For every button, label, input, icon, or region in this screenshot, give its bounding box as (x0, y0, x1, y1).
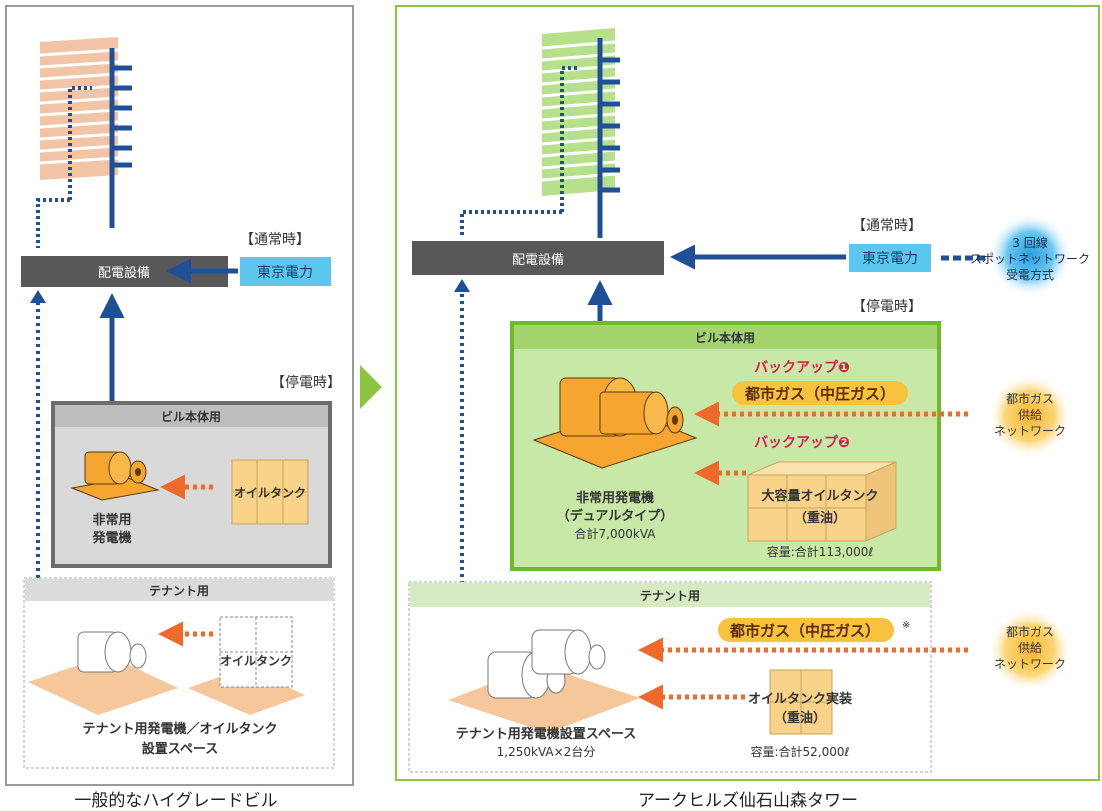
tepco-label: 東京電力 (862, 251, 918, 267)
tenant-generator-space-icon (448, 629, 640, 733)
generator-label-line1: 非常用 (92, 512, 131, 528)
gas-supply-line2: 供給 (1018, 408, 1042, 422)
gas-supply-line3: ネットワーク (994, 424, 1066, 438)
large-tank-line2: （重油） (794, 510, 846, 526)
generator-label-line2: 発電機 (91, 530, 131, 546)
tenant-section-header (410, 583, 930, 607)
network-line3: 受電方式 (1006, 267, 1054, 282)
tepco-box (240, 257, 331, 286)
generator-total: 合計7,000kVA (575, 526, 657, 541)
gas-supply-glow (988, 374, 1072, 458)
tenant-tank-line2: （重油） (774, 710, 826, 726)
building-section-label: ビル本体用 (161, 409, 221, 424)
tenant-section-box (408, 581, 932, 773)
note-mark: ※ (902, 620, 910, 631)
spot-network-glow (988, 213, 1072, 297)
tenant-gas-supply-line1: 都市ガス (1006, 624, 1054, 639)
tenant-oil-tank-label: オイルタンク (220, 654, 292, 668)
distribution-label: 配電設備 (512, 252, 564, 268)
city-gas-highlight (732, 381, 908, 405)
distribution-label: 配電設備 (98, 265, 150, 281)
generator-icon (70, 451, 160, 501)
distribution-box (412, 241, 664, 275)
building-section-label: ビル本体用 (695, 330, 755, 345)
network-line2: スポットネットワーク (970, 252, 1090, 266)
large-tank-capacity: 容量:合計113,000ℓ (767, 544, 874, 559)
tenant-line-arrowhead (30, 290, 46, 303)
tenant-gas-supply-line2: 供給 (1018, 641, 1042, 655)
oil-tank-icon (231, 459, 309, 525)
network-line1: 3 回線 (1012, 235, 1047, 250)
large-tank-line1: 大容量オイルタンク (761, 488, 878, 504)
backup1-label: バックアップ❶ (754, 360, 850, 376)
left-panel: 配電設備 【通常時】 東京電力 【停電時】 ビル本体用 非常用 発電機 オイルタ… (5, 5, 354, 786)
outage-label: 【停電時】 (852, 298, 922, 315)
tenant-generator-space-icon (28, 631, 178, 715)
backup2-label: バックアップ❷ (754, 435, 850, 451)
tepco-label: 東京電力 (257, 265, 313, 281)
tenant-oil-space-icon (188, 616, 305, 715)
arrow-right-icon (360, 365, 382, 409)
city-gas-label: 都市ガス（中圧ガス） (744, 385, 895, 403)
right-caption: アークヒルズ仙石山森タワー (638, 791, 858, 811)
generator-label-line2: （デュアルタイプ） (557, 508, 674, 524)
normal-label: 【通常時】 (240, 232, 310, 248)
tenant-line-arrowhead (454, 279, 470, 292)
left-caption: 一般的なハイグレードビル (74, 791, 277, 811)
tepco-box (849, 244, 931, 272)
tenant-space-line2: 設置スペース (142, 741, 218, 757)
generator-label-line1: 非常用発電機 (576, 490, 654, 506)
oil-tank-icon (747, 461, 897, 542)
building-icon (460, 28, 620, 238)
building-icon (36, 37, 132, 248)
tenant-space-label: テナント用発電機設置スペース (456, 726, 636, 742)
tenant-city-gas-highlight (718, 618, 894, 642)
tenant-capacity: 1,250kVA×2台分 (497, 744, 596, 759)
tenant-section-header (25, 579, 333, 601)
gas-supply-line1: 都市ガス (1006, 391, 1054, 406)
building-section-header (55, 405, 328, 427)
building-section-header (514, 325, 937, 349)
oil-tank-label: オイルタンク (234, 486, 306, 500)
generator-icon (532, 377, 698, 469)
tenant-section-label: テナント用 (640, 589, 700, 603)
oil-tank-icon (769, 669, 833, 735)
tenant-city-gas-label: 都市ガス（中圧ガス） (729, 622, 880, 640)
tenant-section-label: テナント用 (149, 584, 209, 598)
right-panel: 配電設備 【通常時】 東京電力 3 回線 スポットネットワーク 受電方式 【停電… (395, 5, 1100, 781)
tenant-gas-supply-line3: ネットワーク (994, 657, 1066, 671)
normal-label: 【通常時】 (852, 218, 922, 234)
tenant-gas-supply-glow (988, 608, 1072, 692)
tenant-tank-line1: オイルタンク実装 (748, 691, 852, 707)
tenant-space-line1: テナント用発電機／オイルタンク (82, 721, 277, 737)
outage-label: 【停電時】 (271, 374, 341, 391)
tenant-tank-capacity: 容量:合計52,000ℓ (751, 744, 850, 759)
